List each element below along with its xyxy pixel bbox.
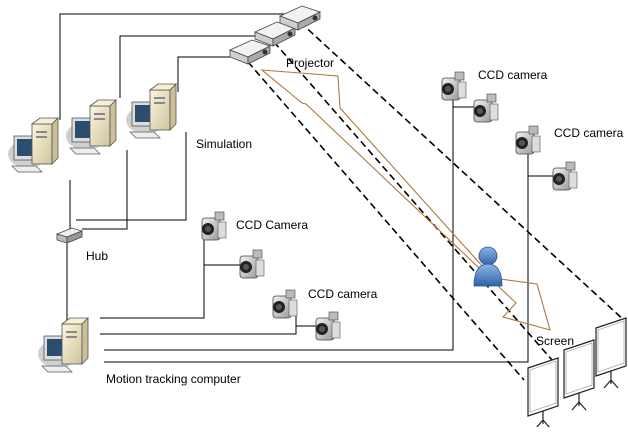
label-simulation: Simulation <box>196 137 253 151</box>
simulation-projector-link-3 <box>177 56 236 92</box>
cam-top2-link <box>104 148 529 363</box>
simulation-computers <box>7 83 177 173</box>
simulation-projector-link-2 <box>119 35 262 98</box>
connection-lines <box>59 13 556 363</box>
label-projector: Projector <box>286 56 335 70</box>
motion-tracking-computer <box>37 317 89 373</box>
projection-arrow <box>260 69 551 331</box>
ccd-cameras <box>201 71 578 341</box>
projection-beams <box>247 21 627 381</box>
cam-top1-link <box>104 96 454 351</box>
label-ccd-camera-top2: CCD camera <box>554 126 624 140</box>
cam-low-link <box>100 306 297 335</box>
label-ccd-camera-mid: CCD Camera <box>236 218 309 232</box>
label-motion-tracking: Motion tracking computer <box>106 372 241 386</box>
cam-mid-link <box>100 232 205 319</box>
label-ccd-camera-top1: CCD camera <box>478 68 548 82</box>
person-icon <box>473 246 503 287</box>
sim-hub-link-3 <box>76 132 187 221</box>
label-hub: Hub <box>86 249 109 263</box>
sim-hub-link-2 <box>82 150 128 230</box>
label-screen: Screen <box>536 334 575 348</box>
hub-device <box>55 227 84 244</box>
label-ccd-camera-low: CCD camera <box>308 287 378 301</box>
